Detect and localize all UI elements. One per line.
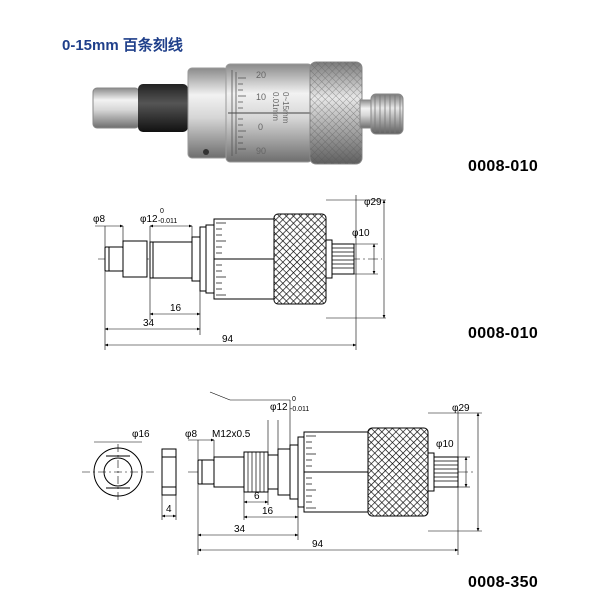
part-code-drawing2: 0008-350 xyxy=(468,574,539,591)
scale-number: 20 xyxy=(256,70,266,80)
dim-phi8: φ8 xyxy=(185,429,197,440)
scale-number: 90 xyxy=(256,146,266,156)
dim-6: 6 xyxy=(254,491,260,502)
thimble-scale-ticks xyxy=(238,77,248,150)
dim-94: 94 xyxy=(222,334,234,345)
page-title: 0-15mm 百条刻线 xyxy=(62,37,183,54)
part-code-photo: 0008-010 xyxy=(468,158,539,175)
dim-phi12-upper: 0 xyxy=(292,396,296,403)
part-code-drawing1: 0008-010 xyxy=(468,325,539,342)
dim-94: 94 xyxy=(312,539,324,550)
scale-number: 10 xyxy=(256,92,266,102)
dim-phi12-upper: 0 xyxy=(160,208,164,215)
scale-number: 0 xyxy=(258,122,263,132)
drawing-0008-350-labels: φ16 φ8 M12x0.5 φ12 0 -0.011 φ29 φ10 4 6 … xyxy=(132,396,470,550)
drawing-0008-010-labels: φ8 φ12 0 -0.011 φ29 φ10 16 34 94 xyxy=(93,197,382,345)
dim-phi8: φ8 xyxy=(93,214,105,225)
drawing-0008-010 xyxy=(95,195,386,350)
dim-phi16: φ16 xyxy=(132,429,150,440)
dim-phi12: φ12 xyxy=(140,214,158,225)
sleeve-resolution-label: 0.01mm xyxy=(271,92,280,121)
dim-4: 4 xyxy=(166,504,172,515)
dim-34: 34 xyxy=(143,318,155,329)
drawing-0008-350 xyxy=(82,391,482,555)
dim-34: 34 xyxy=(234,524,246,535)
dim-16: 16 xyxy=(170,303,182,314)
dim-m12: M12x0.5 xyxy=(212,429,251,440)
dim-phi12-lower: -0.011 xyxy=(158,218,177,225)
dim-phi29: φ29 xyxy=(452,403,470,414)
dim-16: 16 xyxy=(262,506,274,517)
micrometer-photo: 20 10 0 90 0~15mm 0.01mm xyxy=(92,61,404,165)
dim-phi12: φ12 xyxy=(270,402,288,413)
dim-phi10: φ10 xyxy=(436,439,454,450)
dim-phi29: φ29 xyxy=(364,197,382,208)
sleeve-range-label: 0~15mm xyxy=(281,92,290,124)
dim-phi12-lower: -0.011 xyxy=(290,406,309,413)
dim-phi10: φ10 xyxy=(352,228,370,239)
